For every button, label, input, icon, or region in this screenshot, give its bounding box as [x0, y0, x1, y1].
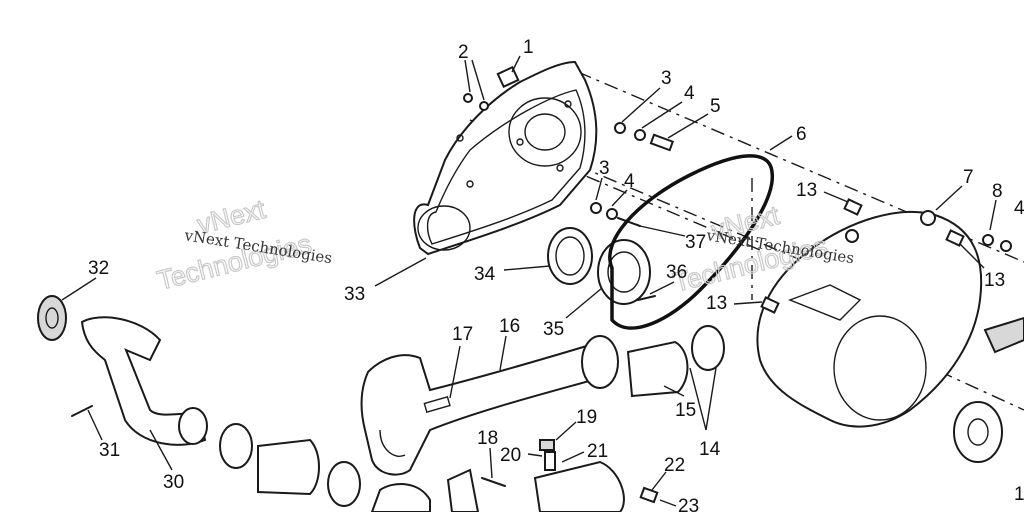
hardware-top — [463, 65, 675, 227]
callout-16: 16 — [499, 316, 520, 337]
callout-1b: 1 — [1014, 484, 1024, 505]
seal-and-bearing — [547, 227, 656, 305]
callout-18: 18 — [477, 428, 498, 449]
callout-2: 2 — [458, 42, 469, 63]
callout-22: 22 — [664, 455, 685, 476]
callout-34: 34 — [474, 264, 496, 285]
callout-15: 15 — [675, 400, 696, 421]
callout-5: 5 — [710, 96, 721, 117]
callout-13a: 13 — [796, 180, 817, 201]
callout-7: 7 — [963, 167, 974, 188]
callout-17: 17 — [452, 324, 473, 345]
callout-21: 21 — [587, 441, 608, 462]
inner-cover-plate — [413, 60, 598, 256]
callout-14: 14 — [699, 439, 721, 460]
hardware-right — [760, 198, 1024, 463]
callout-6: 6 — [796, 124, 807, 145]
callout-labels: 1 2 3 4 5 6 3 4 37 7 8 4 13 13 13 32 33 … — [88, 37, 1024, 512]
callout-32: 32 — [88, 258, 109, 279]
callout-3: 3 — [661, 68, 672, 89]
outer-clutch-cover — [756, 210, 983, 428]
callout-37: 37 — [685, 232, 706, 253]
duct-coupling — [581, 325, 725, 398]
callout-3b: 3 — [599, 158, 610, 179]
lower-coupling — [219, 423, 431, 512]
callout-30: 30 — [163, 472, 184, 493]
callout-36: 36 — [666, 262, 687, 283]
callout-4c: 4 — [1014, 198, 1024, 219]
lower-hardware — [446, 439, 659, 512]
callout-31: 31 — [99, 440, 120, 461]
callout-4b: 4 — [624, 171, 635, 192]
callout-4: 4 — [684, 83, 695, 104]
callout-35: 35 — [543, 319, 564, 340]
drive-chain — [608, 154, 774, 330]
air-duct — [360, 343, 602, 476]
callout-13b: 13 — [984, 270, 1005, 291]
callout-23: 23 — [678, 496, 699, 512]
callout-8: 8 — [992, 181, 1003, 202]
callout-1: 1 — [523, 37, 534, 58]
callout-20: 20 — [500, 445, 521, 466]
callout-19: 19 — [576, 407, 597, 428]
leader-lines — [61, 55, 997, 507]
callout-33: 33 — [344, 284, 365, 305]
left-duct — [37, 295, 208, 446]
callout-13c: 13 — [706, 293, 727, 314]
